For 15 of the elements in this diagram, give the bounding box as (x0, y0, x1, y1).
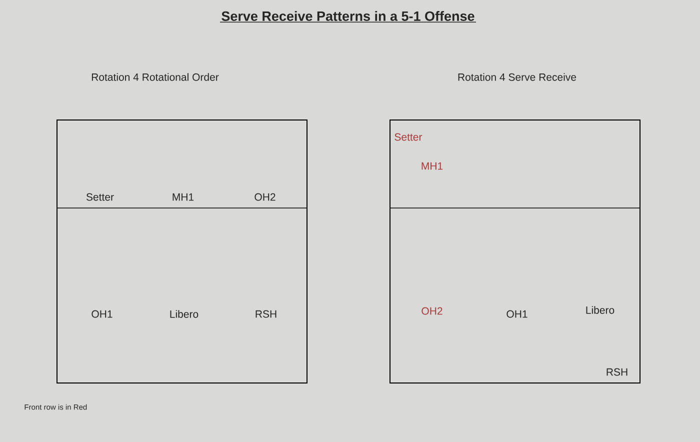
player-label: OH2 (254, 193, 276, 201)
player-label: OH2 (422, 307, 442, 315)
node-label: Rotation 4 Rotational Order (92, 73, 219, 81)
player-label: OH1 (506, 310, 528, 318)
player-label: MH1 (172, 193, 194, 201)
player-label: Setter (86, 193, 114, 201)
player-label: RSH (606, 368, 628, 376)
player-label: Libero (170, 310, 198, 318)
player-label: OH1 (92, 310, 112, 318)
node-label: Rotation 4 Serve Receive (458, 73, 576, 81)
player-label: RSH (256, 310, 276, 318)
player-label: MH1 (422, 162, 443, 170)
player-label: Setter (394, 133, 422, 141)
player-label: Libero (586, 306, 614, 314)
title: Serve Receive Patterns in a 5-1 Offense (222, 11, 474, 21)
